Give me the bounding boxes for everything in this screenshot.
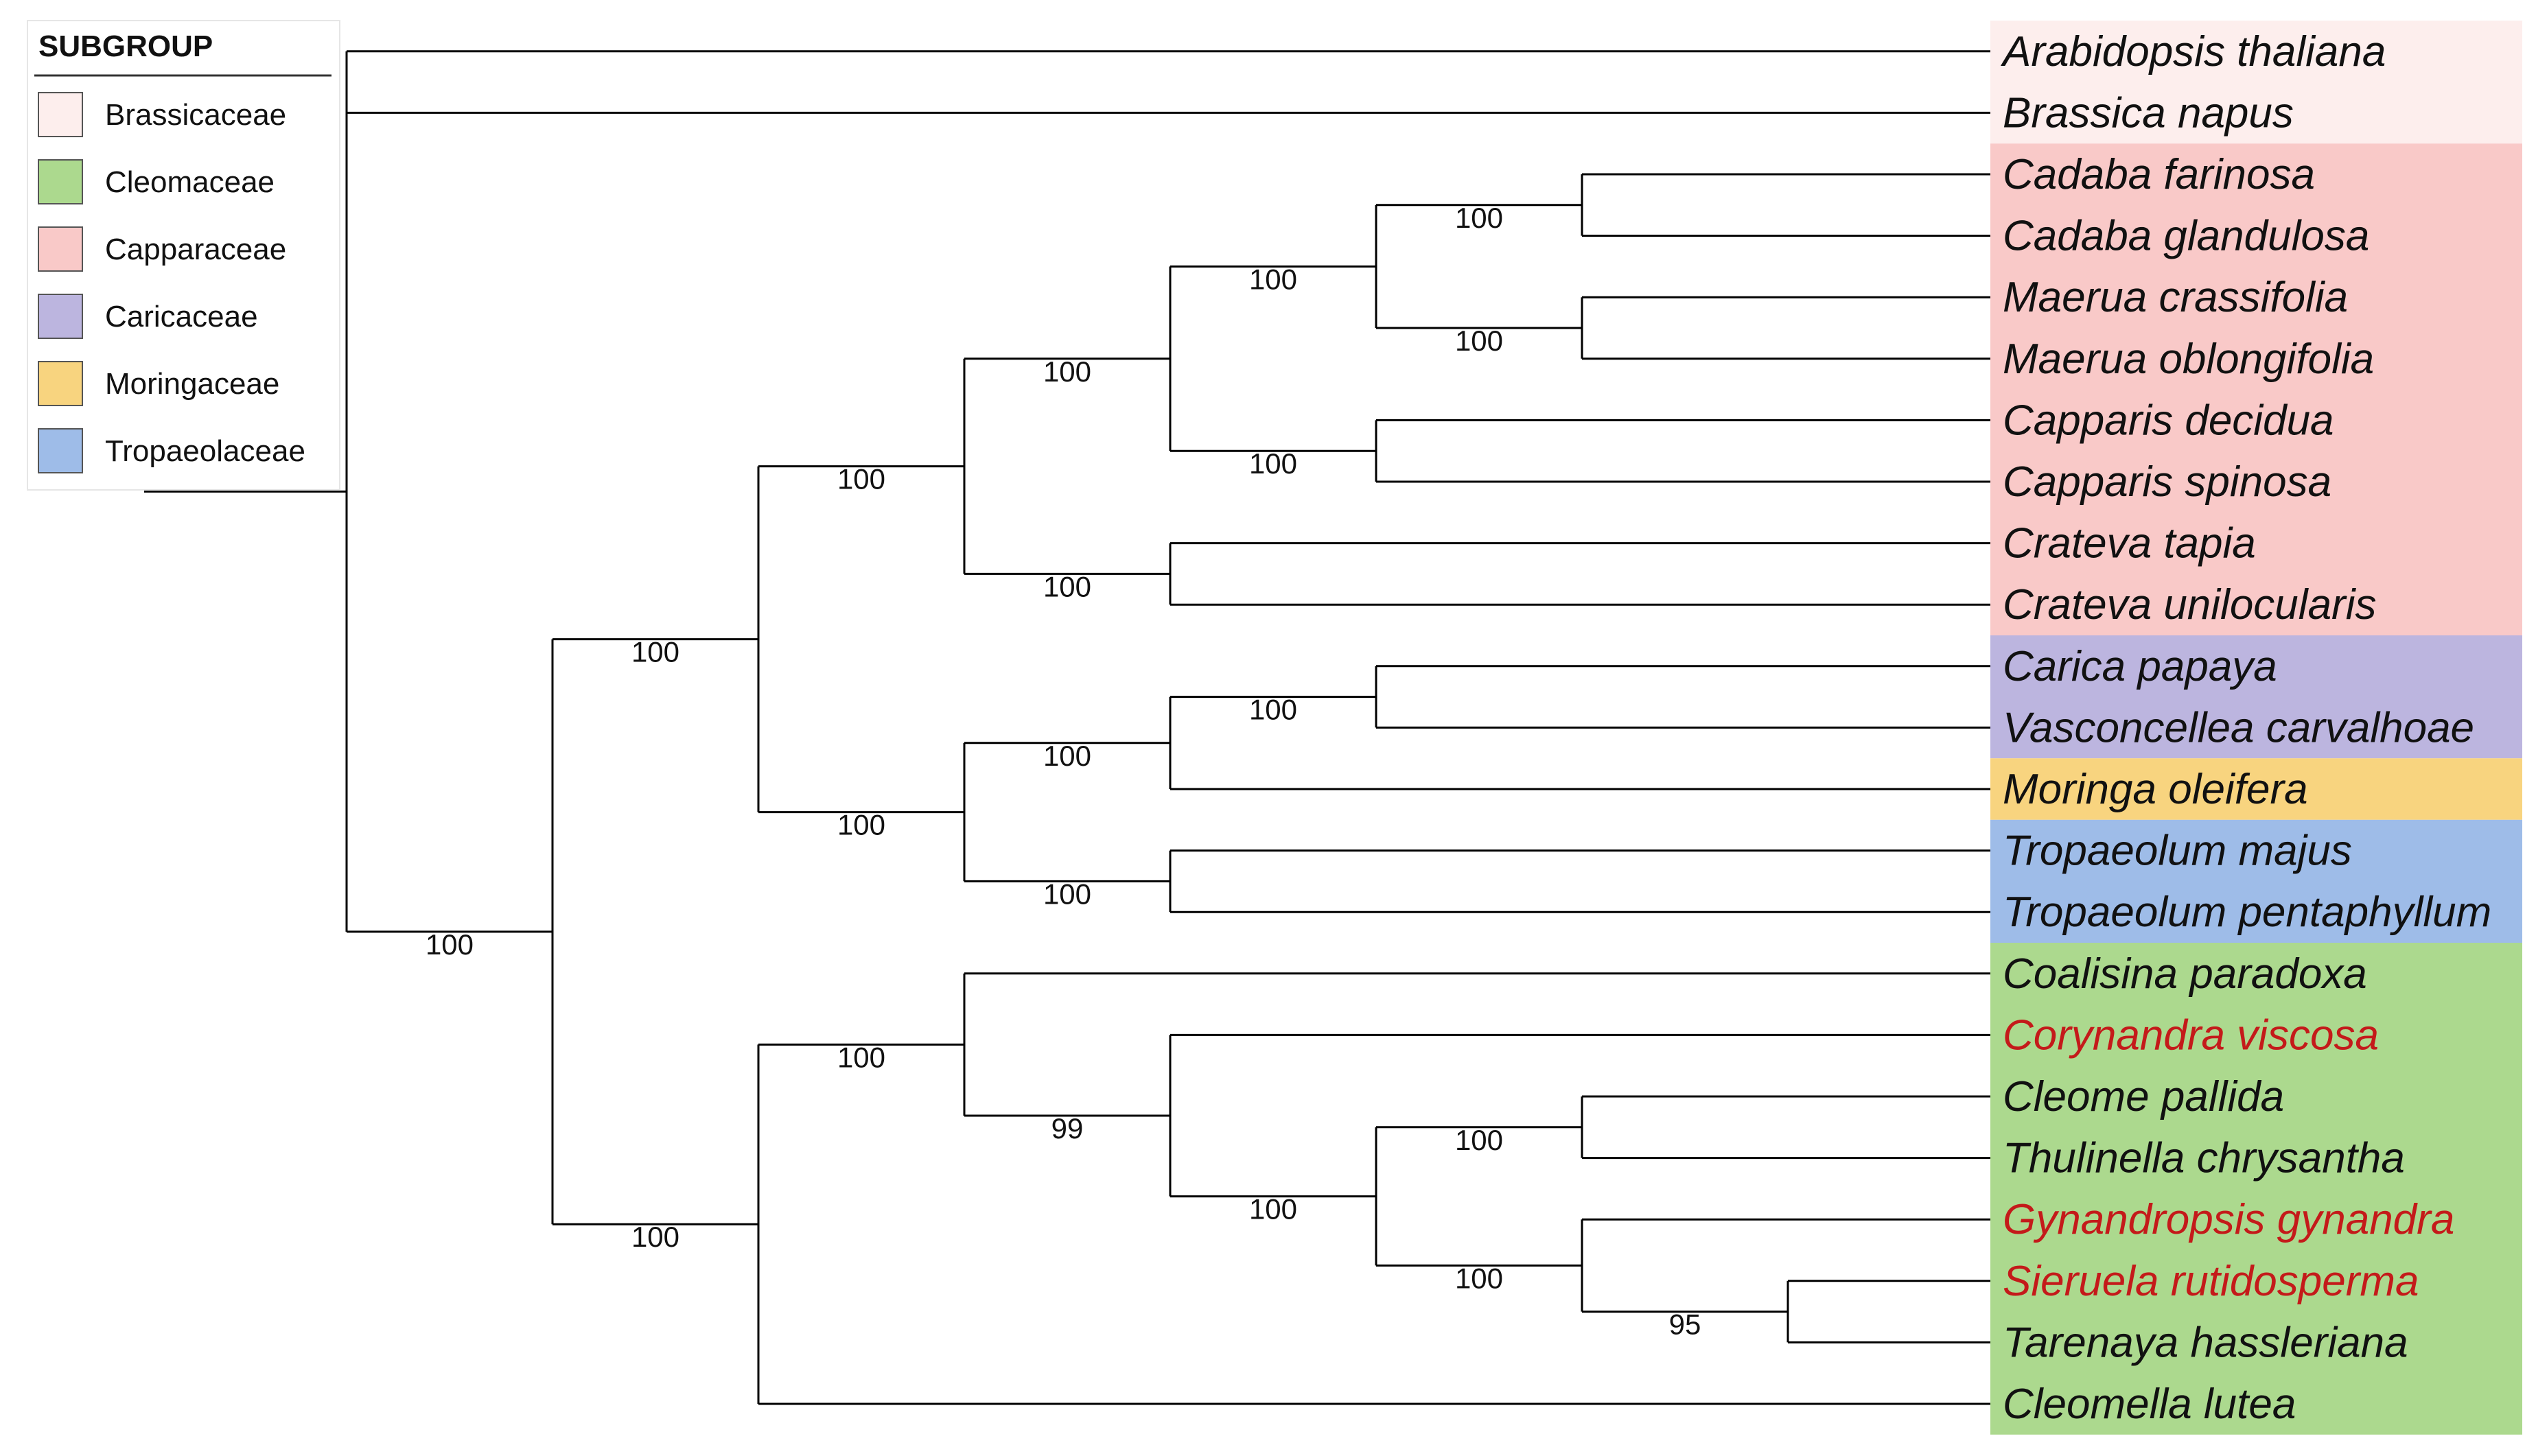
band-caricaceae [1990, 635, 2522, 759]
legend-item: Cleomaceae [38, 159, 275, 204]
legend-label: Capparaceae [105, 233, 286, 266]
support-value: 100 [1043, 570, 1091, 602]
taxon-label: Crateva tapia [2003, 520, 2256, 567]
legend-swatch [38, 159, 83, 204]
taxon-label: Cleomella lutea [2003, 1381, 2296, 1428]
taxon-label: Maerua crassifolia [2003, 274, 2348, 321]
legend-item: Capparaceae [38, 226, 286, 272]
legend-label: Moringaceae [105, 367, 279, 401]
taxon-label: Corynandra viscosa [2003, 1011, 2379, 1059]
taxon-label: Tropaeolum pentaphyllum [2003, 889, 2491, 936]
subgroup-bands [1990, 21, 2522, 1435]
taxon-label: Coalisina paradoxa [2003, 950, 2367, 998]
legend-swatch [38, 226, 83, 272]
support-value: 100 [1455, 1262, 1503, 1294]
support-value: 100 [837, 1041, 885, 1073]
support-value: 100 [1249, 263, 1297, 295]
band-cleomaceae [1990, 943, 2522, 1435]
taxon-label: Capparis spinosa [2003, 458, 2331, 506]
band-tropaeolaceae [1990, 819, 2522, 943]
taxon-label: Tarenaya hassleriana [2003, 1319, 2408, 1366]
support-value: 100 [1043, 878, 1091, 910]
support-value: 100 [1249, 447, 1297, 480]
legend-item: Brassicaceae [38, 92, 286, 137]
support-value: 100 [1043, 740, 1091, 772]
legend-swatch [38, 92, 83, 137]
support-value: 100 [1455, 1124, 1503, 1156]
taxon-label: Vasconcellea carvalhoae [2003, 704, 2474, 751]
support-value: 100 [631, 636, 679, 668]
taxon-label: Cleome pallida [2003, 1073, 2284, 1120]
support-value: 100 [426, 928, 474, 961]
support-value: 100 [1043, 355, 1091, 388]
taxon-label: Arabidopsis thaliana [2000, 28, 2386, 75]
support-value: 100 [1455, 325, 1503, 357]
support-value: 100 [837, 463, 885, 495]
taxon-label: Thulinella chrysantha [2003, 1135, 2405, 1182]
taxon-label: Brassica napus [2003, 89, 2294, 137]
legend-item: Tropaeolaceae [38, 428, 305, 473]
legend-label: Cleomaceae [105, 165, 275, 199]
taxon-label: Crateva unilocularis [2003, 581, 2376, 629]
legend-items: BrassicaceaeCleomaceaeCapparaceaeCaricac… [38, 92, 305, 473]
support-labels: 100 100 100 100 100 100 100 100 100 100 100 95 100 10… [426, 202, 1701, 1341]
support-value: 100 [1455, 202, 1503, 234]
legend-label: Brassicaceae [105, 98, 286, 132]
legend-item: Caricaceae [38, 294, 258, 339]
support-value: 95 [1669, 1308, 1701, 1341]
legend: SUBGROUP BrassicaceaeCleomaceaeCapparace… [27, 20, 340, 491]
support-value: 100 [837, 809, 885, 841]
legend-label: Caricaceae [105, 300, 258, 333]
legend-swatch [38, 361, 83, 406]
legend-label: Tropaeolaceae [105, 434, 305, 468]
taxon-label: Moringa oleifera [2003, 766, 2308, 813]
taxon-label: Gynandropsis gynandra [2003, 1196, 2454, 1243]
support-value: 100 [1249, 694, 1297, 726]
taxon-label: Tropaeolum majus [2003, 827, 2352, 875]
tree-branches [144, 50, 1990, 1405]
band-brassicaceae [1990, 21, 2522, 144]
support-value: 100 [631, 1221, 679, 1253]
support-value: 100 [1249, 1193, 1297, 1225]
taxon-label: Maerua oblongifolia [2003, 336, 2374, 383]
taxon-label: Cadaba glandulosa [2003, 213, 2369, 260]
support-value: 99 [1051, 1112, 1084, 1144]
band-capparaceae [1990, 143, 2522, 635]
taxon-label: Sieruela rutidosperma [2003, 1258, 2419, 1305]
taxon-label: Cadaba farinosa [2003, 151, 2315, 198]
legend-item: Moringaceae [38, 361, 279, 406]
legend-swatch [38, 294, 83, 339]
legend-title: SUBGROUP [38, 30, 213, 63]
taxon-label: Capparis decidua [2003, 397, 2334, 444]
band-moringaceae [1990, 758, 2522, 820]
taxon-label: Carica papaya [2003, 643, 2277, 690]
legend-swatch [38, 428, 83, 473]
